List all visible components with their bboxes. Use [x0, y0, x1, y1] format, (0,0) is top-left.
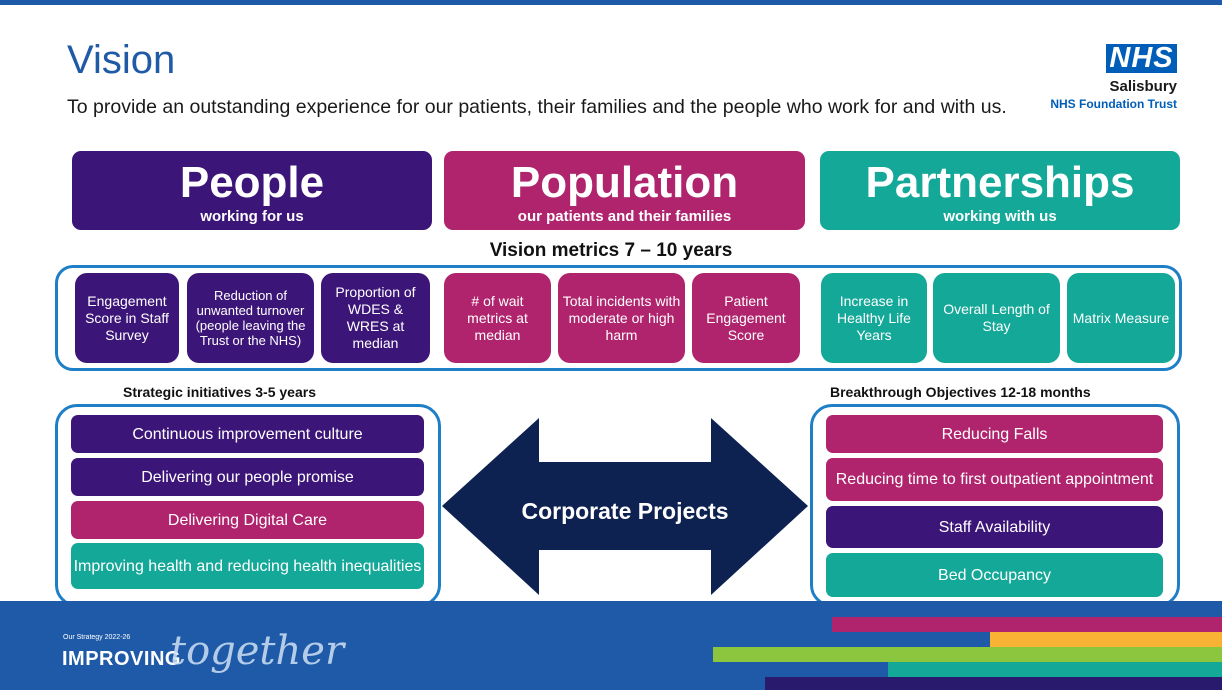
footer-stripe — [765, 677, 1222, 690]
objective-item: Staff Availability — [826, 506, 1163, 548]
metric-card: Patient Engagement Score — [692, 273, 800, 363]
footer-stripe — [832, 617, 1222, 632]
nhs-logo: NHS — [1106, 44, 1177, 73]
footer-together-script: together — [170, 628, 345, 674]
footer-strategy-label: Our Strategy 2022-26 — [63, 634, 131, 641]
initiative-item: Continuous improvement culture — [71, 415, 424, 453]
double-arrow-icon — [442, 418, 808, 595]
breakthrough-heading: Breakthrough Objectives 12-18 months — [830, 384, 1091, 400]
vision-metrics-outline — [55, 265, 1182, 371]
pillar-subtitle: our patients and their families — [517, 208, 732, 225]
metric-card: Engagement Score in Staff Survey — [75, 273, 179, 363]
pillar-people: People working for us — [72, 151, 432, 230]
metric-card: Total incidents with moderate or high ha… — [558, 273, 685, 363]
page-title: Vision — [67, 38, 176, 82]
metric-card: Matrix Measure — [1067, 273, 1175, 363]
strategic-heading: Strategic initiatives 3-5 years — [123, 384, 316, 400]
initiative-item: Delivering Digital Care — [71, 501, 424, 539]
vision-metrics-heading: Vision metrics 7 – 10 years — [489, 240, 733, 261]
metric-card: # of wait metrics at median — [444, 273, 551, 363]
pillar-title: People — [179, 158, 325, 207]
pillar-title: Partnerships — [865, 158, 1135, 207]
pillar-population: Population our patients and their famili… — [444, 151, 805, 230]
pillar-subtitle: working for us — [200, 208, 304, 225]
metric-card: Proportion of WDES & WRES at median — [321, 273, 430, 363]
trust-name: Salisbury — [1109, 78, 1177, 95]
metric-card: Increase in Healthy Life Years — [821, 273, 927, 363]
objective-item: Reducing Falls — [826, 415, 1163, 453]
pillar-partnerships: Partnerships working with us — [820, 151, 1180, 230]
metric-card: Overall Length of Stay — [933, 273, 1060, 363]
initiative-item: Improving health and reducing health ine… — [71, 543, 424, 589]
initiative-item: Delivering our people promise — [71, 458, 424, 496]
footer-improving-label: IMPROVING — [62, 648, 181, 670]
footer-stripe — [990, 632, 1222, 647]
pillar-title: Population — [510, 158, 739, 207]
trust-subtitle: NHS Foundation Trust — [1050, 97, 1177, 111]
corporate-projects-label: Corporate Projects — [521, 498, 729, 524]
footer-stripe — [713, 647, 1222, 662]
objective-item: Bed Occupancy — [826, 553, 1163, 597]
vision-statement: To provide an outstanding experience for… — [67, 96, 1007, 118]
objective-item: Reducing time to first outpatient appoin… — [826, 458, 1163, 501]
pillar-subtitle: working with us — [943, 208, 1057, 225]
metric-card: Reduction of unwanted turnover (people l… — [187, 273, 314, 363]
footer-stripe — [888, 662, 1222, 677]
